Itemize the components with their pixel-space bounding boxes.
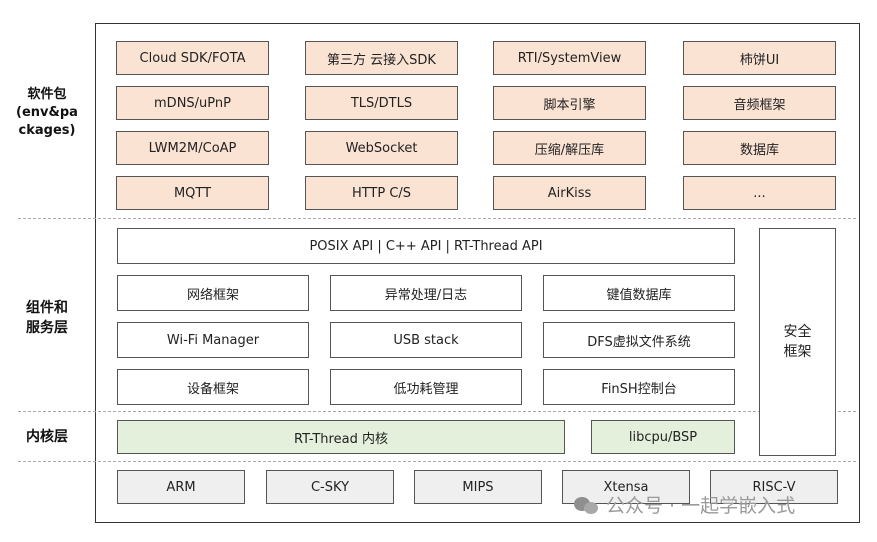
pkg-more: ... [683,176,836,210]
api-bar: POSIX API | C++ API | RT-Thread API [117,228,735,264]
pkg-mqtt: MQTT [116,176,269,210]
layer-label-services: 组件和 服务层 [26,300,68,336]
pkg-cloud-sdk: Cloud SDK/FOTA [116,41,269,75]
svc-network-framework: 网络框架 [117,275,309,311]
pkg-third-party-cloud: 第三方 云接入SDK [305,41,458,75]
pkg-tls: TLS/DTLS [305,86,458,120]
arch-riscv: RISC-V [710,470,838,504]
kernel-core: RT-Thread 内核 [117,420,565,454]
kernel-bsp: libcpu/BSP [591,420,735,454]
pkg-airkiss: AirKiss [493,176,646,210]
svc-usb-stack: USB stack [330,322,522,358]
separator-packages [18,218,856,219]
arch-arm: ARM [117,470,245,504]
pkg-compression: 压缩/解压库 [493,131,646,165]
pkg-http: HTTP C/S [305,176,458,210]
architecture-frame [95,23,860,523]
wechat-icon [574,495,600,515]
pkg-rti-systemview: RTI/SystemView [493,41,646,75]
svc-dfs: DFS虚拟文件系统 [543,322,735,358]
watermark: 公众号 · 一起学嵌入式 [574,491,795,518]
pkg-mdns: mDNS/uPnP [116,86,269,120]
arch-mips: MIPS [414,470,542,504]
pkg-audio: 音频框架 [683,86,836,120]
layer-label-kernel: 内核层 [26,429,68,445]
separator-services [18,411,856,412]
svc-exception-log: 异常处理/日志 [330,275,522,311]
layer-label-packages: 软件包 (env&pa ckages) [16,87,78,138]
separator-kernel [18,461,856,462]
pkg-ui: 柿饼UI [683,41,836,75]
svc-kv-database: 键值数据库 [543,275,735,311]
svc-low-power: 低功耗管理 [330,369,522,405]
pkg-websocket: WebSocket [305,131,458,165]
pkg-database: 数据库 [683,131,836,165]
svc-wifi-manager: Wi-Fi Manager [117,322,309,358]
pkg-lwm2m: LWM2M/CoAP [116,131,269,165]
svc-device-framework: 设备框架 [117,369,309,405]
security-framework: 安全 框架 [759,228,836,456]
svc-finsh-console: FinSH控制台 [543,369,735,405]
arch-csky: C-SKY [266,470,394,504]
pkg-script-engine: 脚本引擎 [493,86,646,120]
watermark-text: 公众号 · 一起学嵌入式 [606,495,796,517]
